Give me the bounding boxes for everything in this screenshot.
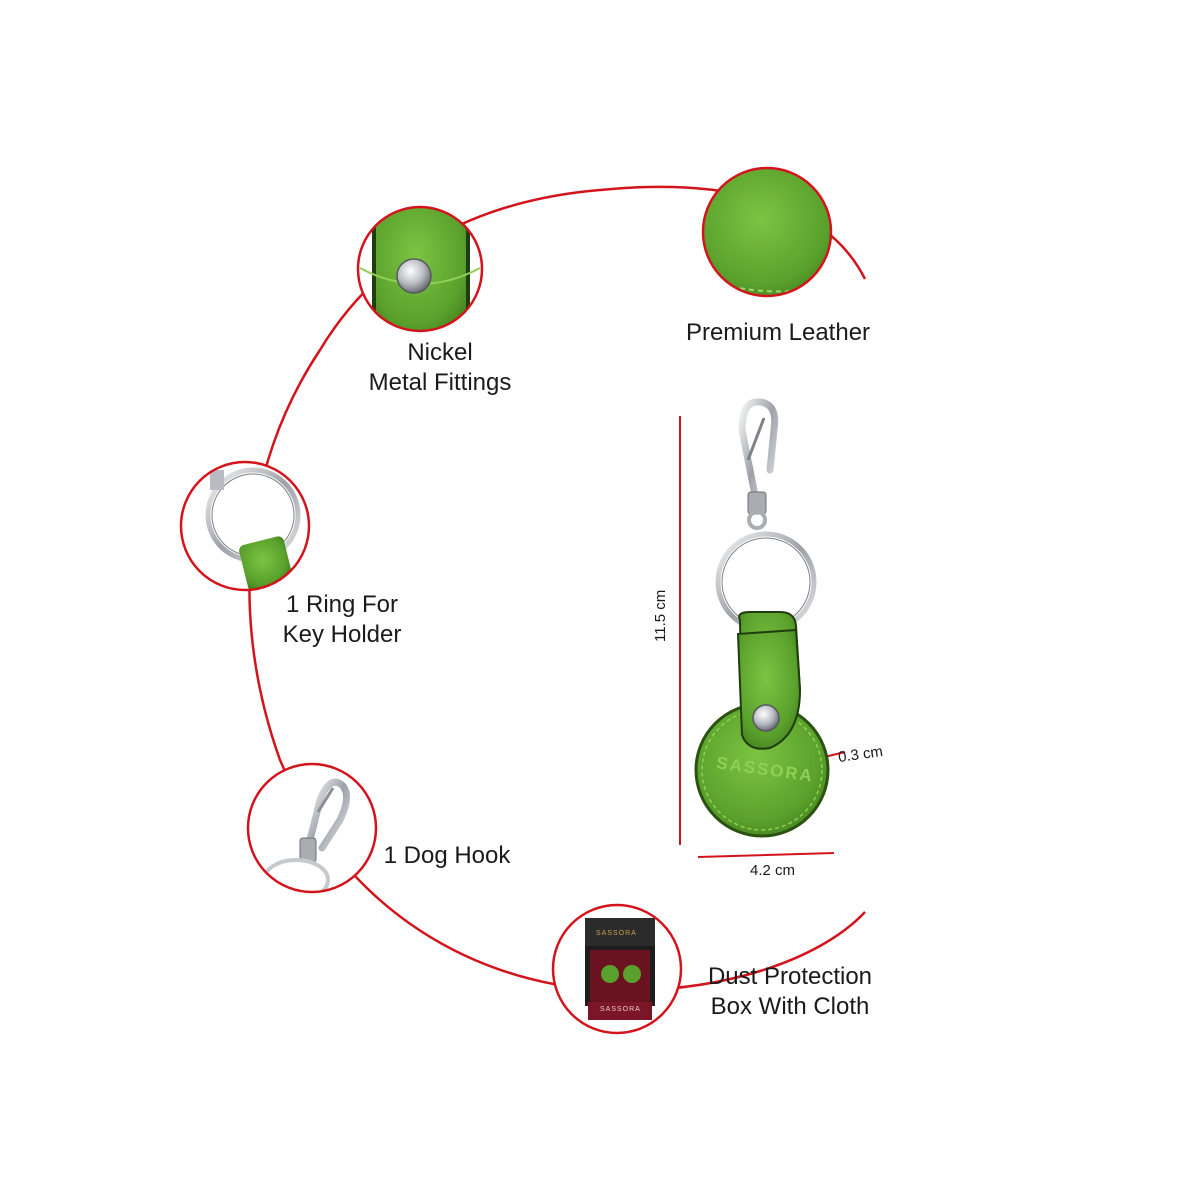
ring-line2: Key Holder	[282, 621, 402, 648]
nickel-fittings-label: Nickel Metal Fittings	[360, 338, 520, 398]
premium-leather-thumbnail	[701, 166, 833, 298]
snap-button-icon	[396, 258, 432, 294]
key-ring-thumbnail	[179, 460, 311, 592]
ring-label: 1 Ring For Key Holder	[262, 590, 422, 650]
nickel-fittings-line2: Metal Fittings	[368, 369, 512, 396]
premium-leather-line1: Premium Leather	[685, 319, 871, 346]
dust-box-thumbnail	[551, 903, 683, 1035]
nickel-fittings-line1: Nickel	[407, 339, 473, 366]
keychain-product-image	[694, 398, 830, 838]
width-dimension-line	[697, 852, 835, 858]
dust-box-line1: Dust Protection	[707, 963, 873, 990]
leather-swatch-icon	[703, 168, 831, 296]
dog-hook-label: 1 Dog Hook	[372, 841, 522, 871]
width-dimension-label: 4.2 cm	[750, 862, 796, 879]
dog-hook-line1: 1 Dog Hook	[383, 842, 511, 869]
premium-leather-label: Premium Leather	[668, 318, 888, 348]
dust-box-label: Dust Protection Box With Cloth	[690, 962, 890, 1022]
height-dimension-label: 11.5 cm	[652, 589, 669, 642]
dog-hook-thumbnail	[246, 762, 378, 894]
ring-line1: 1 Ring For	[285, 591, 399, 618]
box-lid-logo: SASSORA	[596, 930, 637, 937]
dog-hook-icon	[299, 778, 350, 863]
dust-box-line2: Box With Cloth	[710, 993, 870, 1020]
gift-box-icon	[585, 918, 655, 1020]
nickel-fittings-thumbnail	[356, 205, 484, 333]
box-cloth-logo: SASSORA	[600, 1006, 641, 1013]
